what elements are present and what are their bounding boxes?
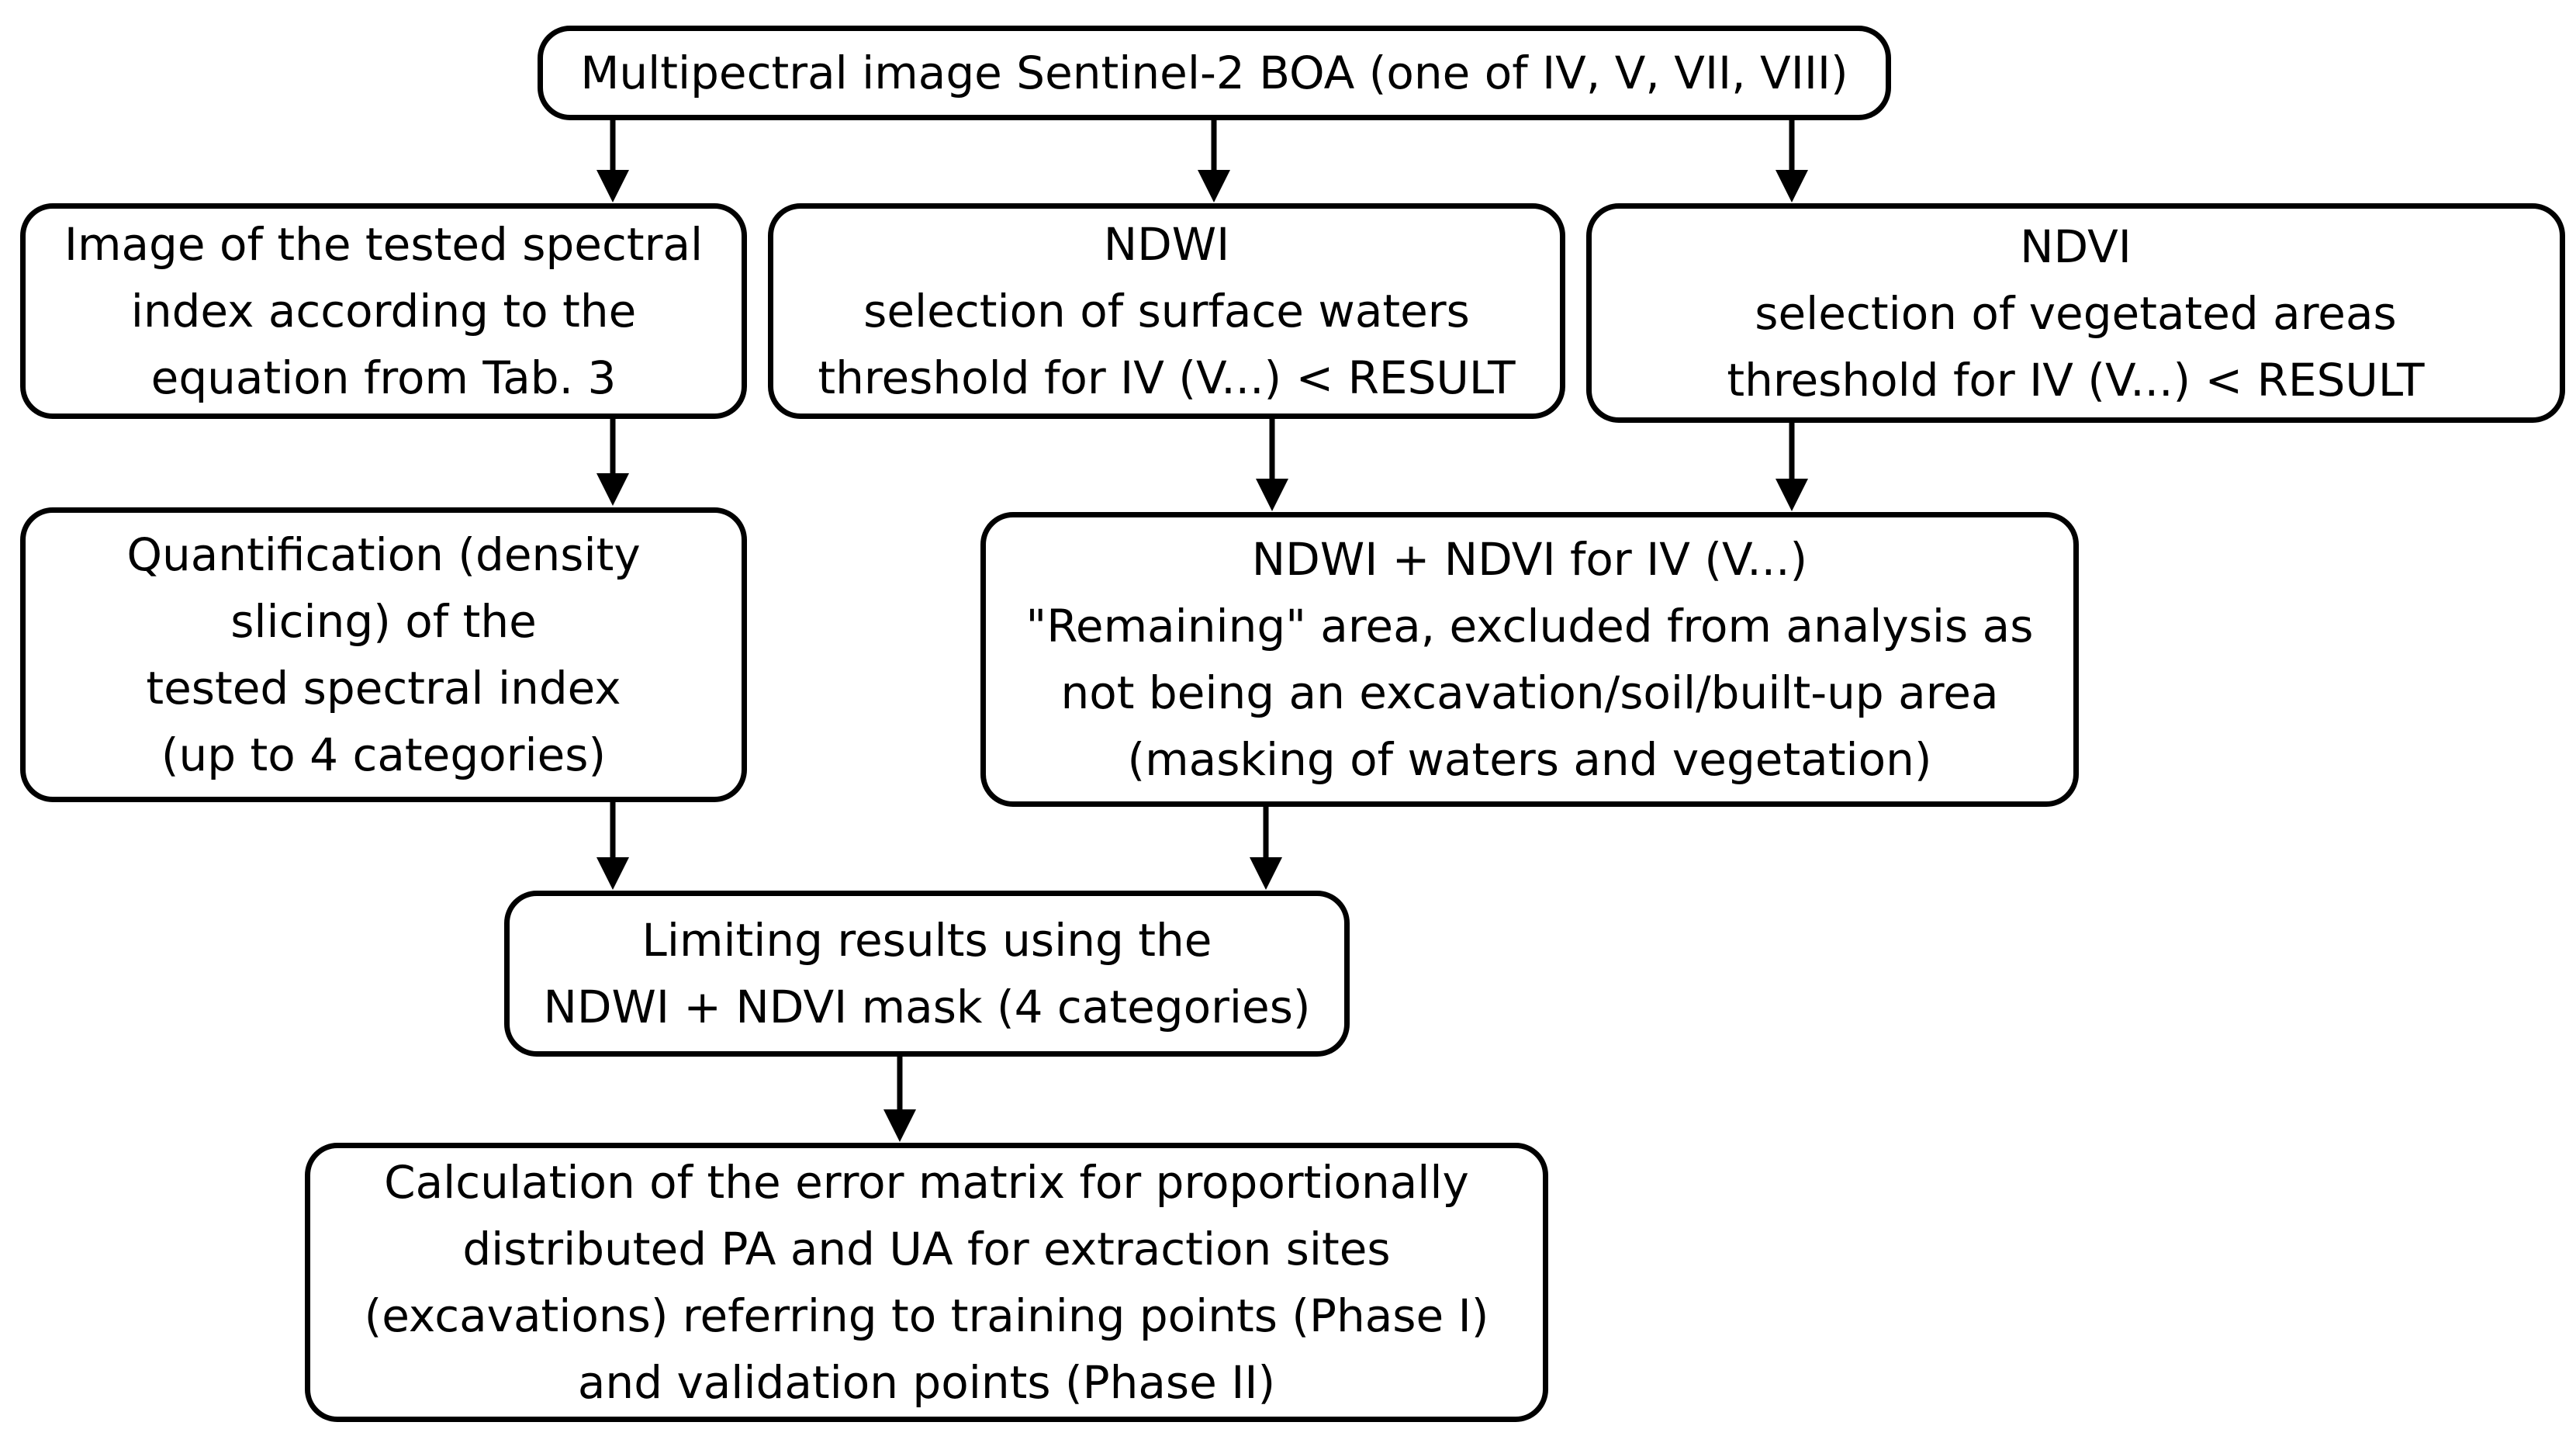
node-ndvi: NDVI selection of vegetated areas thresh… xyxy=(1586,203,2565,423)
node-mask: NDWI + NDVI for IV (V...) "Remaining" ar… xyxy=(980,512,2079,807)
node-mask-line: "Remaining" area, excluded from analysis… xyxy=(1025,600,2034,652)
node-ndwi-line: threshold for IV (V...) < RESULT xyxy=(818,351,1516,404)
node-index-image-line: equation from Tab. 3 xyxy=(150,351,617,404)
node-error-matrix: Calculation of the error matrix for prop… xyxy=(305,1143,1548,1422)
node-quantification-line: slicing) of the xyxy=(230,595,537,648)
node-limiting: Limiting results using the NDWI + NDVI m… xyxy=(504,891,1350,1057)
node-ndwi-line: NDWI xyxy=(1103,218,1230,271)
node-ndvi-line: threshold for IV (V...) < RESULT xyxy=(1727,353,2425,407)
node-error-matrix-line: and validation points (Phase II) xyxy=(577,1356,1276,1409)
node-error-matrix-line: distributed PA and UA for extraction sit… xyxy=(462,1223,1391,1275)
node-ndwi: NDWI selection of surface waters thresho… xyxy=(768,203,1565,419)
node-ndwi-line: selection of surface waters xyxy=(863,285,1470,337)
node-index-image-line: index according to the xyxy=(130,285,637,337)
node-ndvi-line: NDVI xyxy=(2020,220,2132,273)
node-quantification-line: (up to 4 categories) xyxy=(161,728,607,781)
node-quantification-line: Quantification (density xyxy=(126,528,641,581)
node-error-matrix-line: (excavations) referring to training poin… xyxy=(364,1289,1489,1342)
node-limiting-line: Limiting results using the xyxy=(641,914,1212,967)
node-source-line: Multipectral image Sentinel-2 BOA (one o… xyxy=(580,47,1848,99)
node-limiting-line: NDWI + NDVI mask (4 categories) xyxy=(543,981,1311,1033)
node-mask-line: not being an excavation/soil/built-up ar… xyxy=(1060,666,1999,719)
node-ndvi-line: selection of vegetated areas xyxy=(1755,286,2397,340)
node-quantification-line: tested spectral index xyxy=(146,662,621,715)
node-index-image: Image of the tested spectral index accor… xyxy=(20,203,747,419)
node-mask-line: NDWI + NDVI for IV (V...) xyxy=(1251,533,1808,586)
node-mask-line: (masking of waters and vegetation) xyxy=(1127,733,1932,786)
node-error-matrix-line: Calculation of the error matrix for prop… xyxy=(384,1156,1469,1209)
node-source: Multipectral image Sentinel-2 BOA (one o… xyxy=(538,26,1891,120)
node-quantification: Quantification (density slicing) of the … xyxy=(20,507,747,802)
node-index-image-line: Image of the tested spectral xyxy=(64,218,704,271)
